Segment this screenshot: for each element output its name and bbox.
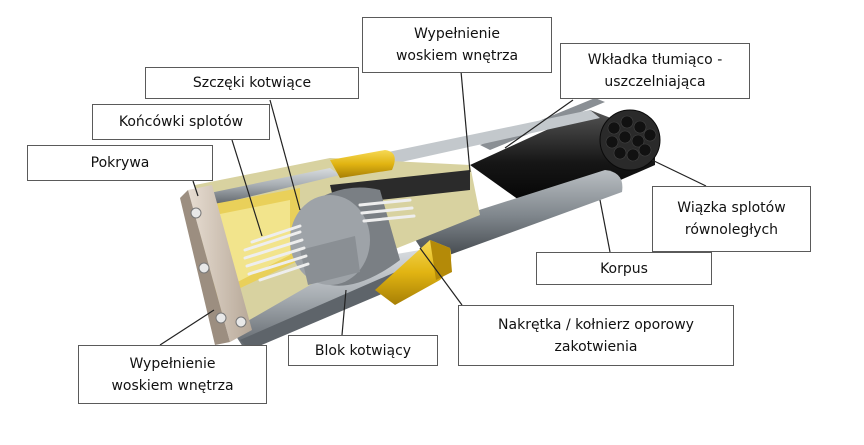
label-nut-collar: Nakrętka / kołnierz oporowy zakotwienia	[458, 305, 734, 366]
label-strand-ends: Końcówki splotów	[92, 104, 270, 140]
strand-ends	[243, 198, 416, 282]
label-wax-fill-top: Wypełnienie woskiem wnętrza	[362, 17, 552, 73]
label-anchor-block: Blok kotwiący	[288, 335, 438, 366]
label-strand-bundle: Wiązka splotów równoległych	[652, 186, 811, 252]
leader-lines	[159, 59, 707, 346]
label-damping-insert: Wkładka tłumiąco - uszczelniająca	[560, 43, 750, 99]
label-wax-fill-bottom: Wypełnienie woskiem wnętrza	[78, 345, 267, 404]
label-anchor-jaws: Szczęki kotwiące	[145, 67, 359, 99]
label-cap: Pokrywa	[27, 145, 213, 181]
label-body: Korpus	[536, 252, 712, 285]
cap-plate	[180, 185, 252, 345]
